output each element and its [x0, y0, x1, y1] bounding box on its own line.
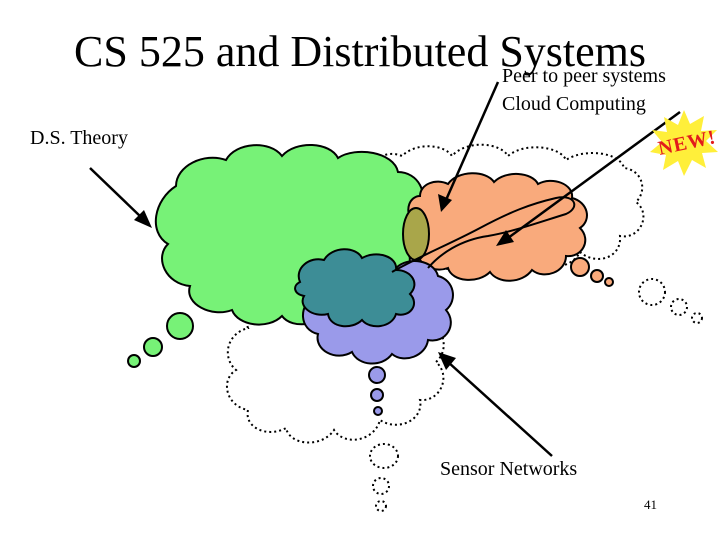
- new-badge: NEW!: [648, 108, 720, 180]
- ds-theory-bubble-large: [166, 312, 194, 340]
- teal-overlap-cloud: [294, 248, 416, 328]
- sensor-bubble-medium: [370, 388, 384, 402]
- label-sensor-networks: Sensor Networks: [440, 458, 578, 480]
- label-peer-to-peer: Peer to peer systems: [502, 65, 666, 87]
- arrow-peer-to-peer: [438, 81, 500, 212]
- slide-title: CS 525 and Distributed Systems: [74, 27, 647, 76]
- dotted-bubble-large: [638, 278, 666, 306]
- page-number: 41: [644, 497, 657, 512]
- label-cloud-computing: Cloud Computing: [502, 93, 646, 115]
- olive-overlap-region: [402, 207, 430, 261]
- ds-theory-bubble-small: [127, 354, 141, 368]
- dotted-cloud-upper-right: [359, 143, 645, 272]
- label-ds-theory: D.S. Theory: [30, 127, 128, 149]
- connector-line: [391, 196, 576, 273]
- dotted-bubble-lower-1: [369, 443, 399, 469]
- sensor-bubble-large: [368, 366, 386, 384]
- sensor-bubble-small: [373, 406, 383, 416]
- arrow-ds-theory: [89, 167, 152, 228]
- pointer-arrows: [89, 81, 681, 457]
- dotted-bubble-medium: [670, 298, 688, 316]
- arrow-sensor-networks: [438, 352, 553, 457]
- dotted-bubble-lower-3: [375, 500, 387, 512]
- ds-theory-bubble-medium: [143, 337, 163, 357]
- starburst-icon: [650, 110, 718, 176]
- dotted-bubble-small: [691, 312, 703, 324]
- p2p-bubble-small: [604, 277, 614, 287]
- dotted-bubble-lower-2: [372, 477, 390, 495]
- p2p-bubble-medium: [590, 269, 604, 283]
- p2p-bubble-large: [570, 257, 590, 277]
- arrow-cloud-computing: [496, 110, 681, 246]
